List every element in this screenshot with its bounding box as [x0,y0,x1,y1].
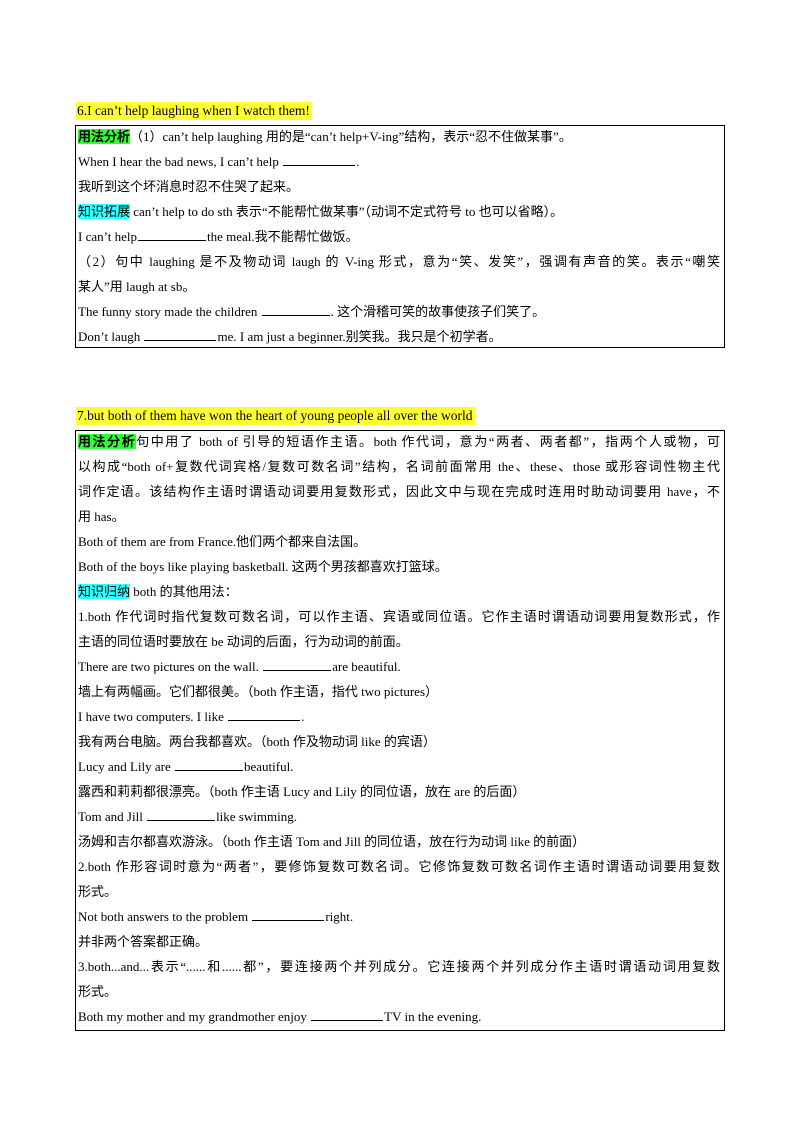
fill-blank[interactable] [283,154,356,166]
s7-line-9: 主语的同位语时要放在 be 动词的后面，行为动词的前面。 [78,634,409,649]
usage-analysis-tag: 用法分析 [78,434,137,449]
s7-line-19: 形式。 [78,884,118,899]
s6-line-9: Don’t laugh me. I am just a beginner.别笑我… [78,329,502,344]
s7-line-13: 我有两台电脑。两台我都喜欢。（both 作及物动词 like 的宾语） [78,734,436,749]
s7-line-4: 用 has。 [78,509,125,524]
s6-line-6: （2）句中 laughing 是不及物动词 laugh 的 V-ing 形式，意… [78,254,720,269]
section6-box: 用法分析（1）can’t help laughing 用的是“can’t hel… [75,125,725,348]
section7-box: 用法分析句中用了 both of 引导的短语作主语。both 作代词，意为“两者… [75,430,725,1031]
s7-line-11: 墙上有两幅画。它们都很美。（both 作主语，指代 two pictures） [78,684,439,699]
s7-line-3: 词作定语。该结构作主语时谓语动词要用复数形式，因此文中与现在完成时连用时助动词要… [78,484,720,499]
s7-line-8: 1.both 作代词时指代复数可数名词，可以作主语、宾语或同位语。它作主语时谓语… [78,609,720,624]
s6-line-7: 某人”用 laugh at sb。 [78,279,196,294]
s6-line-2: When I hear the bad news, I can’t help . [78,154,360,169]
fill-blank[interactable] [175,759,244,771]
fill-blank[interactable] [228,709,301,721]
section6-heading: 6.I can’t help laughing when I watch the… [76,102,312,120]
fill-blank[interactable] [147,809,216,821]
section7-heading: 7.but both of them have won the heart of… [76,407,475,425]
s7-line-14: Lucy and Lily are beautiful. [78,759,294,774]
fill-blank[interactable] [263,659,332,671]
s7-line-5: Both of them are from France.他们两个都来自法国。 [78,534,367,549]
s6-line-1: 用法分析（1）can’t help laughing 用的是“can’t hel… [78,129,572,144]
s7-line-15: 露西和莉莉都很漂亮。（both 作主语 Lucy and Lily 的同位语，放… [78,784,526,799]
s7-line-17: 汤姆和吉尔都喜欢游泳。（both 作主语 Tom and Jill 的同位语，放… [78,834,586,849]
knowledge-extension-tag: 知识拓展 [78,204,131,219]
s7-line-10: There are two pictures on the wall. are … [78,659,401,674]
s7-line-2: 以构成“both of+复数代词宾格/复数可数名词”结构，名词前面常用 the、… [78,459,720,474]
s7-line-12: I have two computers. I like . [78,709,305,724]
usage-analysis-tag: 用法分析 [78,129,131,144]
s7-line-20: Not both answers to the problem right. [78,909,354,924]
s7-line-1: 用法分析句中用了 both of 引导的短语作主语。both 作代词，意为“两者… [78,434,720,449]
s7-line-7: 知识归纳 both 的其他用法： [78,584,238,599]
s7-line-24: Both my mother and my grandmother enjoy … [78,1009,482,1024]
knowledge-summary-tag: 知识归纳 [78,584,131,599]
s7-line-21: 并非两个答案都正确。 [78,934,209,949]
s7-line-23: 形式。 [78,984,118,999]
s7-line-6: Both of the boys like playing basketball… [78,559,448,574]
fill-blank[interactable] [137,229,206,241]
fill-blank[interactable] [252,909,325,921]
s7-line-16: Tom and Jill like swimming. [78,809,297,824]
s7-line-22: 3.both...and...表示“......和......都”，要连接两个并… [78,959,720,974]
s6-line-4: 知识拓展 can’t help to do sth 表示“不能帮忙做某事”（动词… [78,204,564,219]
s6-line-8: The funny story made the children . 这个滑稽… [78,304,546,319]
s6-line-3: 我听到这个坏消息时忍不住哭了起来。 [78,179,300,194]
fill-blank[interactable] [261,304,330,316]
s7-line-18: 2.both 作形容词时意为“两者”，要修饰复数可数名词。它修饰复数可数名词作主… [78,859,720,874]
fill-blank[interactable] [144,329,217,341]
fill-blank[interactable] [311,1009,384,1021]
